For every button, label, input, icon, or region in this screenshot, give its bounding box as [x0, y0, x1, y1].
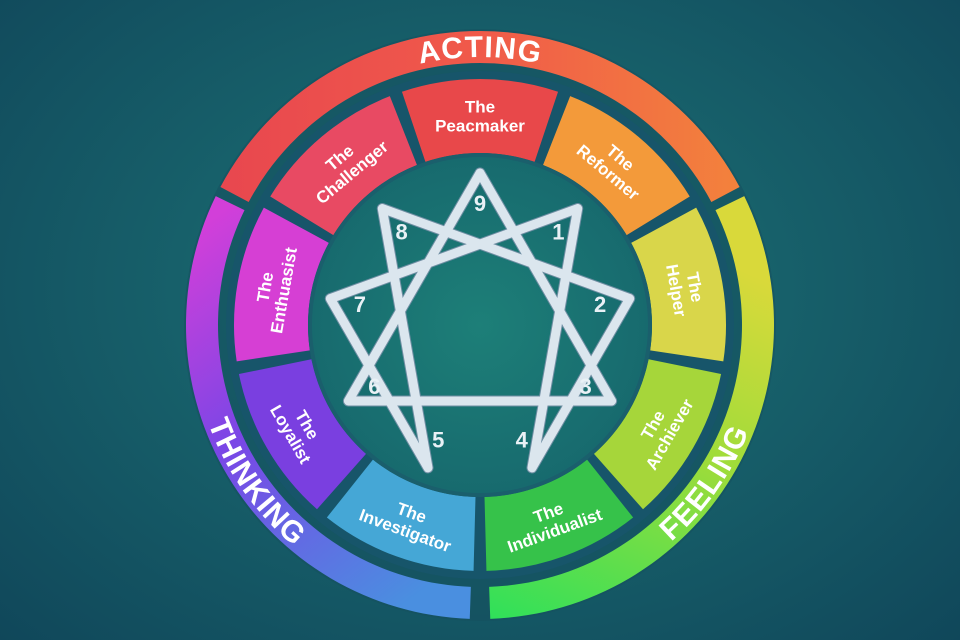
segment-type-9 — [401, 78, 559, 162]
point-number-4: 4 — [516, 428, 529, 453]
outer-band-ring — [185, 30, 774, 619]
segment-type-6 — [238, 359, 367, 510]
segment-type-1 — [543, 96, 690, 236]
point-numbers: 1 2 3 4 5 6 7 8 9 — [354, 191, 607, 453]
segment-label-line: The — [465, 98, 495, 117]
triangle-line — [343, 168, 617, 406]
point-number-9: 9 — [474, 191, 486, 216]
segment-type-4 — [484, 459, 634, 571]
point-number-8: 8 — [395, 220, 407, 245]
outer-band-acting — [220, 30, 740, 202]
hexad-line — [325, 204, 635, 473]
point-number-3: 3 — [580, 374, 592, 399]
segment-label-line: Peacmaker — [435, 117, 525, 136]
segment-type-2 — [631, 207, 726, 362]
point-number-7: 7 — [354, 292, 366, 317]
point-number-6: 6 — [368, 374, 380, 399]
point-number-5: 5 — [432, 428, 444, 453]
point-number-2: 2 — [594, 292, 606, 317]
type-segment-ring — [233, 78, 726, 571]
outer-label-acting: ACTING — [415, 31, 545, 71]
segment-type-7 — [233, 207, 329, 362]
segment-label-line: The — [683, 271, 707, 304]
segment-type-5 — [326, 459, 476, 571]
segment-type-8 — [270, 96, 417, 236]
point-number-1: 1 — [552, 220, 564, 245]
segment-label-line: The — [253, 271, 277, 304]
outer-band-feeling — [489, 196, 774, 619]
segment-type-3 — [593, 359, 722, 510]
enneagram-star — [324, 167, 636, 474]
outer-band-thinking — [185, 196, 471, 619]
